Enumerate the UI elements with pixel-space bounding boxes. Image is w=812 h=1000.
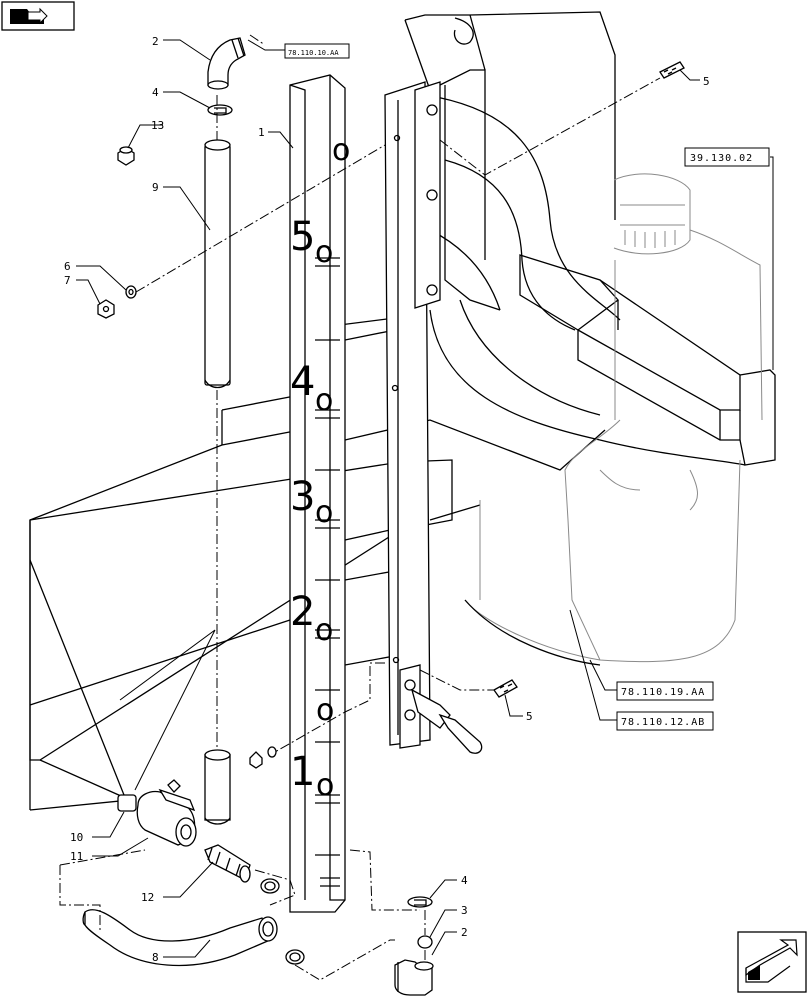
svg-text:78.110.12.AB: 78.110.12.AB (621, 717, 705, 728)
hose-clamp-middle (260, 878, 280, 894)
plug-fitting (117, 146, 135, 166)
screw-bottom (493, 679, 518, 698)
callout-part-4-bottom: 4 (461, 874, 468, 887)
assembly-lines (59, 34, 661, 981)
callout-part-5-top: 5 (703, 75, 710, 88)
hose-clamp-lower (407, 896, 433, 908)
callout-part-11: 11 (70, 850, 83, 863)
svg-text:78.110.10.AA: 78.110.10.AA (288, 49, 339, 57)
folder-arrow-icon (10, 7, 48, 25)
callout-part-1: 1 (258, 126, 265, 139)
callout-part-8: 8 (152, 951, 159, 964)
hose-clamp-bottom (285, 949, 305, 965)
callout-part-7: 7 (64, 274, 71, 287)
reference-links: 78.110.10.AA 39.130.02 78.110.19.AA 78.1… (284, 43, 770, 731)
callout-part-2-top: 2 (152, 35, 159, 48)
washer (125, 285, 137, 299)
mounting-bracket (384, 81, 483, 754)
callout-part-2-bottom: 2 (461, 926, 468, 939)
tube (204, 139, 231, 825)
forward-nav-button[interactable] (737, 931, 807, 993)
ref-link-78-110-10-aa[interactable]: 78.110.10.AA (284, 43, 350, 59)
leader-lines (76, 39, 774, 958)
drain-hose (82, 909, 278, 967)
elbow-fitting-top (207, 37, 246, 90)
discharge-chute (404, 11, 776, 466)
scale-label-200: 2 (290, 589, 315, 635)
callout-part-4-top: 4 (152, 86, 159, 99)
svg-text:o: o (315, 383, 333, 418)
arrow-return-icon (745, 939, 798, 983)
callout-part-13: 13 (151, 119, 164, 132)
level-gauge-strip: 5 o o 4 o 3 o 2 o o 1 o (289, 74, 350, 913)
scale-label-100: 1 (290, 749, 315, 795)
callout-part-9: 9 (152, 181, 159, 194)
svg-text:o: o (315, 495, 333, 530)
screw-top (659, 61, 685, 79)
o-ring (417, 935, 433, 949)
hose-clamp-top (207, 104, 233, 116)
tank (464, 173, 763, 666)
callout-part-12: 12 (141, 891, 154, 904)
svg-text:o: o (315, 235, 333, 270)
ref-link-39-130-02[interactable]: 39.130.02 (684, 147, 770, 167)
svg-text:o: o (316, 768, 334, 803)
callout-part-6: 6 (64, 260, 71, 273)
ball-valve (117, 779, 197, 847)
scale-label-300: 3 (290, 474, 315, 520)
ref-link-78-110-12-ab[interactable]: 78.110.12.AB (616, 711, 714, 731)
callout-part-3: 3 (461, 904, 468, 917)
back-nav-button[interactable] (1, 1, 75, 31)
hose-barb-fitting (204, 844, 251, 883)
ref-link-78-110-19-aa[interactable]: 78.110.19.AA (616, 681, 714, 701)
svg-text:o: o (316, 693, 334, 728)
callout-part-5-bottom: 5 (526, 710, 533, 723)
callout-labels: 2 4 13 9 6 7 1 5 5 10 11 12 8 4 3 2 (64, 35, 710, 964)
elbow-fitting-bottom (394, 959, 434, 996)
svg-text:78.110.19.AA: 78.110.19.AA (621, 687, 705, 698)
svg-text:o: o (332, 133, 350, 168)
svg-text:39.130.02: 39.130.02 (690, 153, 753, 164)
svg-text:o: o (315, 613, 333, 648)
scale-label-500: 5 (290, 214, 315, 260)
bolt (97, 299, 115, 319)
nut-washer (249, 746, 277, 769)
scale-label-400: 4 (290, 359, 315, 405)
callout-part-10: 10 (70, 831, 83, 844)
